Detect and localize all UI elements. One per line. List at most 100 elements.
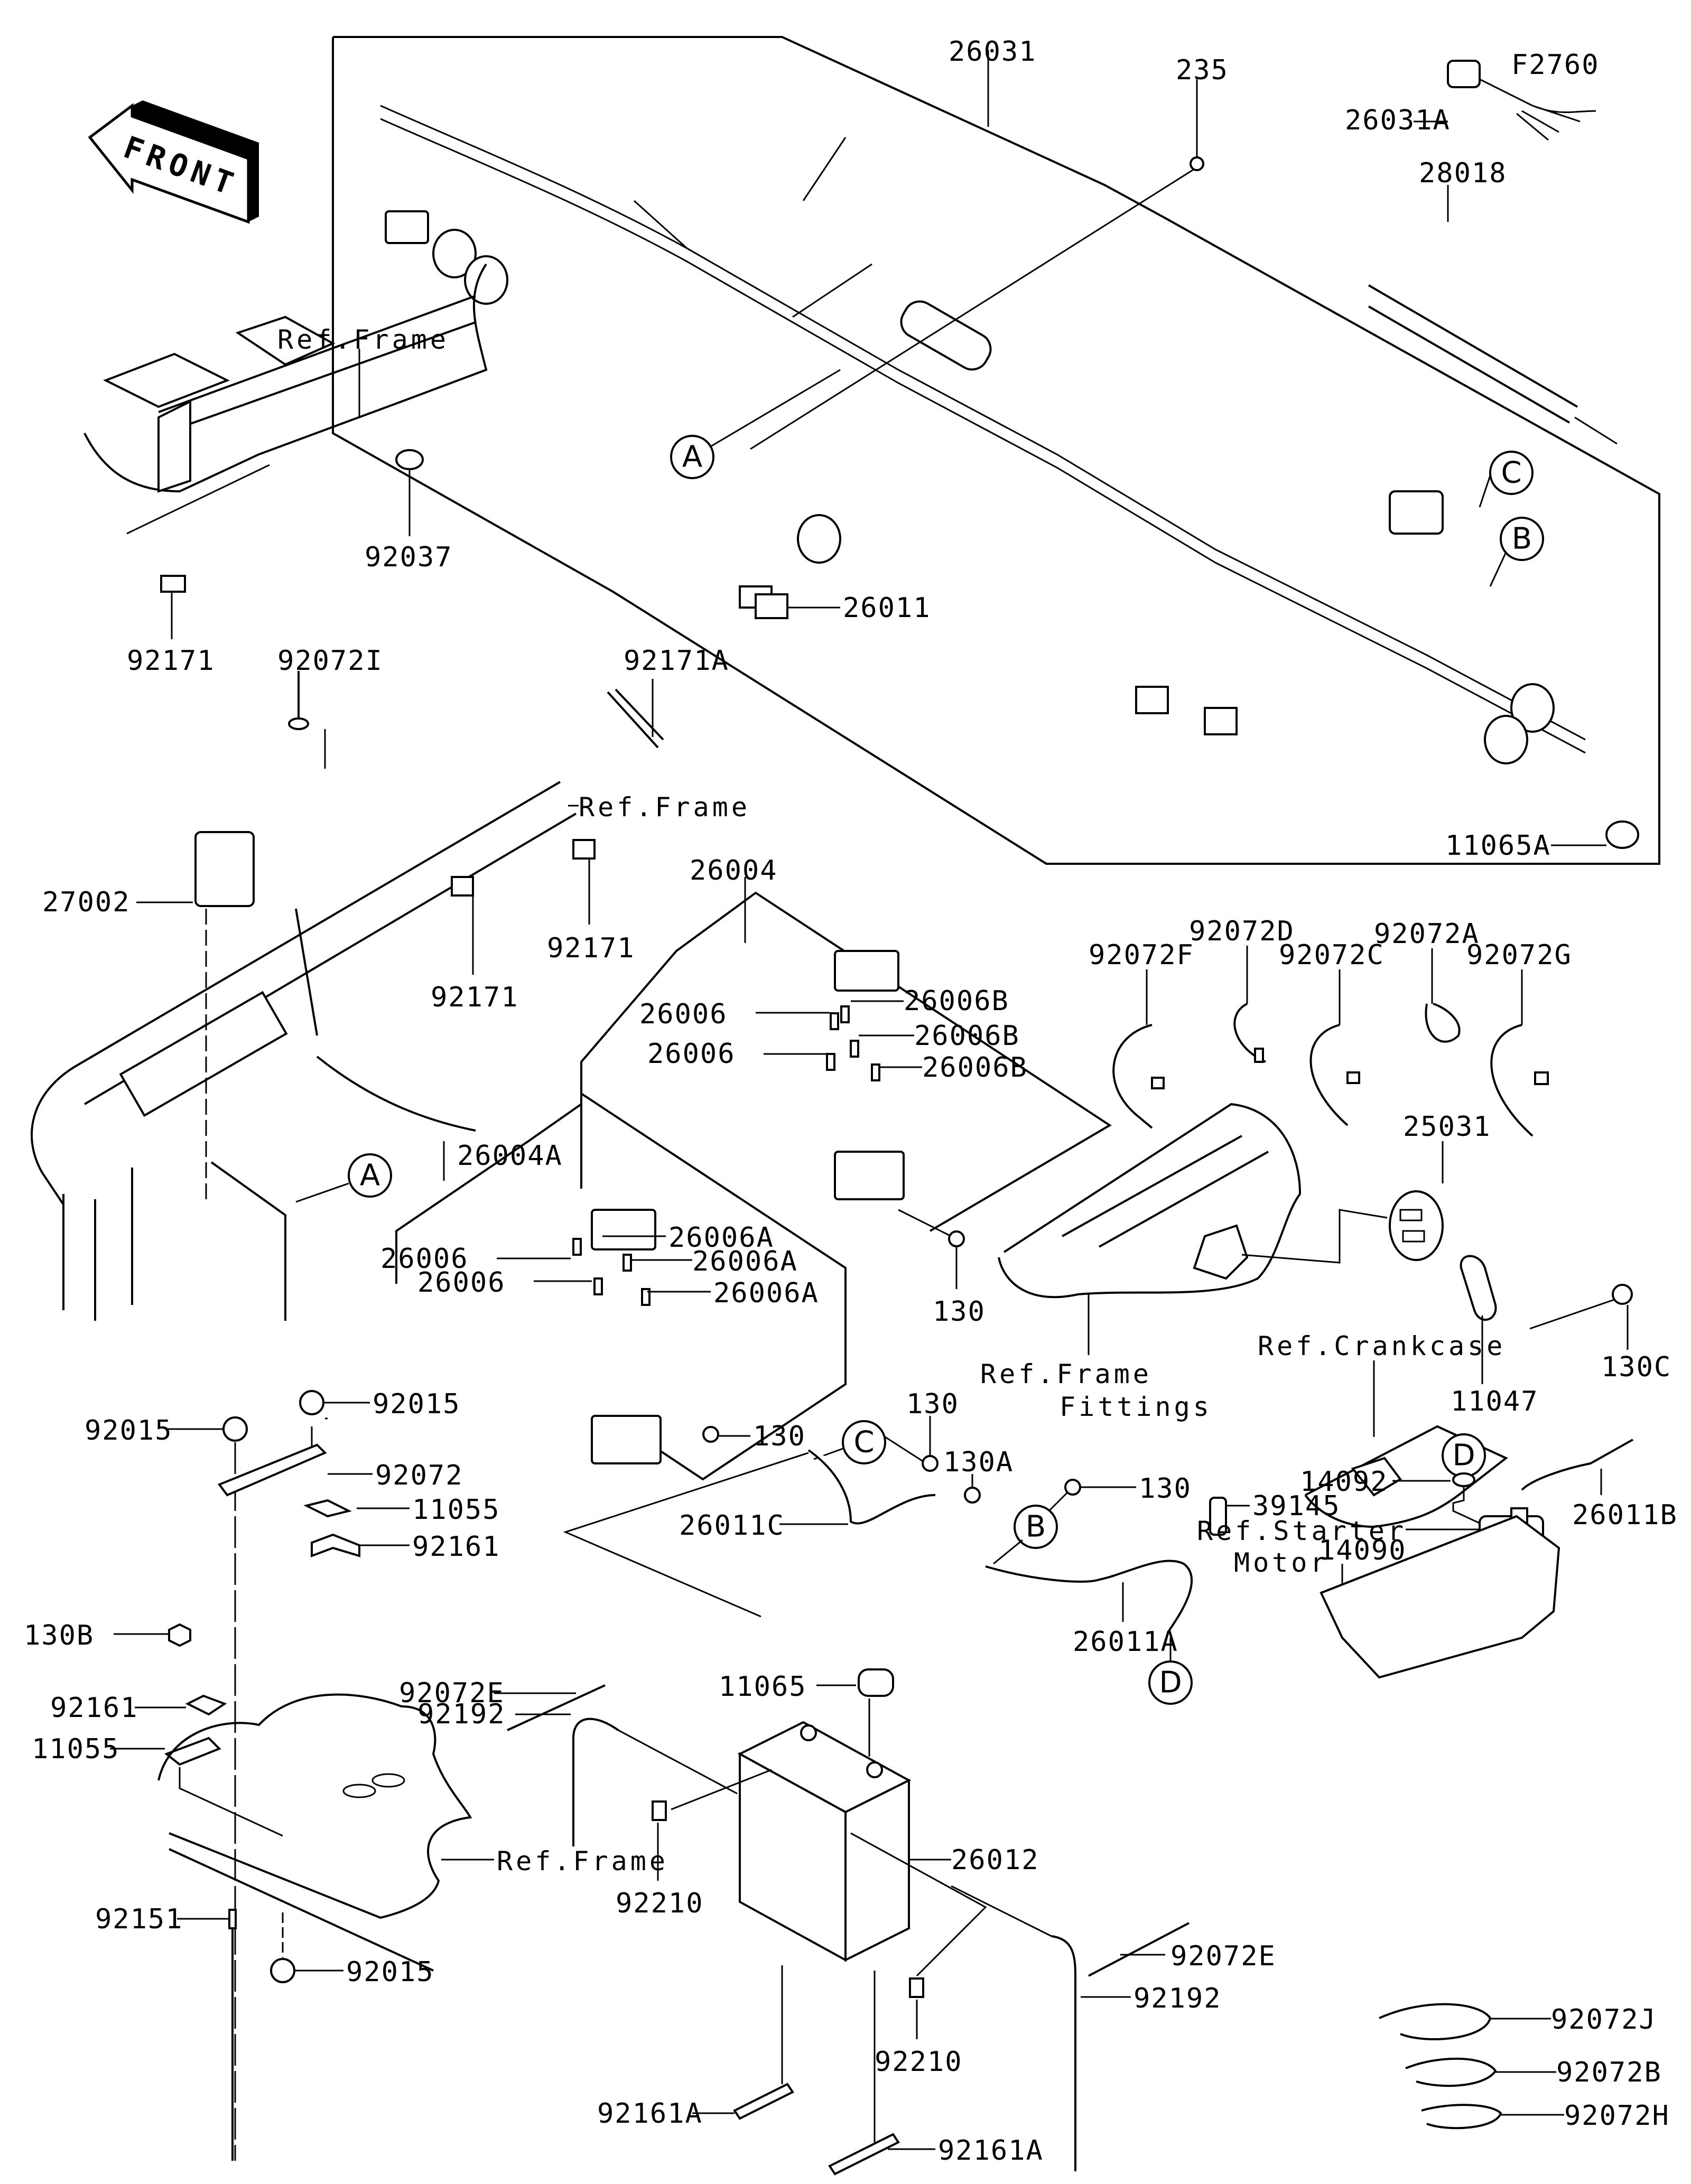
- ref-frame-top: Ref.Frame: [277, 324, 449, 355]
- part-label-26006B-3: 26006B: [922, 1052, 1028, 1084]
- part-label-26006-2: 26006: [647, 1038, 736, 1070]
- battery-26012-icon: [737, 1721, 912, 1962]
- ref-frame-fittings-line1: Ref.Frame: [980, 1359, 1152, 1389]
- part-label-26011: 26011: [843, 592, 931, 624]
- connector-icon: [1135, 686, 1169, 714]
- part-label-92171A: 92171A: [624, 645, 729, 677]
- cable-tie-92072G-icon: [1490, 1024, 1549, 1137]
- part-label-92072A: 92072A: [1374, 918, 1480, 950]
- cable-tie-92072C-icon: [1309, 1024, 1360, 1126]
- harness-group-outline: [332, 36, 1660, 865]
- fuse-icon: [641, 1288, 651, 1306]
- part-label-11055-left: 11055: [32, 1733, 120, 1765]
- part-label-26006-3: 26006: [380, 1243, 469, 1275]
- part-label-92192-right: 92192: [1133, 1983, 1222, 2014]
- callout-d-starter: D: [1442, 1433, 1486, 1478]
- callout-c-battery: C: [813, 1420, 923, 1464]
- corrugated-tube-icon: [900, 300, 992, 371]
- part-label-92072H: 92072H: [1564, 2100, 1670, 2132]
- bracket-11055-icon: [164, 1737, 221, 1766]
- part-label-130-fuse1: 130: [933, 1296, 986, 1328]
- part-label-130B: 130B: [24, 1620, 94, 1651]
- nut-92015-icon: [299, 1390, 324, 1415]
- pad-92161-icon: [185, 1694, 227, 1716]
- part-label-92072G: 92072G: [1466, 939, 1572, 971]
- clip-92171A-icon: [607, 688, 664, 749]
- fuse-icon: [622, 1254, 632, 1272]
- cable-26011A-icon: [985, 1560, 1193, 1634]
- fuse-holder-icon: [591, 1415, 662, 1464]
- fuse-cover-icon: [834, 950, 899, 992]
- part-label-92072J: 92072J: [1551, 2004, 1657, 2036]
- cable-tie-92072A-icon: [1425, 1003, 1461, 1043]
- cable-tie-92072E-icon: [507, 1684, 606, 1731]
- boot-icon: [1510, 683, 1555, 733]
- part-label-11055-top: 11055: [412, 1494, 500, 1526]
- main-wiring-harness: [380, 105, 1586, 764]
- part-label-92037: 92037: [365, 542, 453, 573]
- part-label-130-c: 130: [906, 1388, 959, 1420]
- part-label-92192-left: 92192: [417, 1698, 506, 1730]
- part-label-26006A-1: 26006A: [668, 1222, 774, 1254]
- leader-line: [1529, 1299, 1615, 1330]
- fuse-holder-icon: [834, 1151, 905, 1200]
- nut-92210-icon: [909, 1977, 924, 1998]
- socket-25031-icon: [1241, 1190, 1444, 1264]
- part-label-92072E-right: 92072E: [1170, 1940, 1276, 1972]
- cable-26011B-icon: [1521, 1439, 1633, 1491]
- leader-line: [126, 464, 270, 535]
- part-label-92072F: 92072F: [1089, 939, 1194, 971]
- leader-line: [671, 1769, 772, 1810]
- connector-icon: [1204, 707, 1238, 735]
- svg-text:B: B: [1512, 522, 1532, 556]
- cable-tie-92072E-icon: [1088, 1922, 1190, 1977]
- crankcase-illustration: [1304, 1425, 1508, 1528]
- svg-text:D: D: [1159, 1666, 1182, 1700]
- part-label-14092: 14092: [1300, 1466, 1388, 1498]
- fuse-cover-icon: [591, 1209, 656, 1250]
- bolt-130-icon: [1064, 1479, 1081, 1496]
- cable-tie-92072J-icon: [1379, 2003, 1492, 2040]
- cover-39145-icon: [1209, 1497, 1227, 1536]
- svg-text:A: A: [360, 1159, 380, 1193]
- part-label-26031A: 26031A: [1345, 105, 1451, 136]
- part-label-26011C: 26011C: [679, 1510, 785, 1542]
- boot-icon: [1484, 715, 1528, 764]
- fuse-icon: [593, 1277, 603, 1295]
- cable-tie-92072D-icon: [1233, 1003, 1266, 1063]
- clamp-92037-icon: [395, 449, 424, 470]
- part-label-11065A: 11065A: [1445, 830, 1551, 862]
- cable-tie-92072F-icon: [1112, 1024, 1165, 1129]
- part-label-92161-top: 92161: [412, 1531, 500, 1563]
- cap-11065A-icon: [1605, 820, 1639, 849]
- plate-92072-icon: [217, 1443, 327, 1497]
- pad-92161-icon: [311, 1533, 360, 1557]
- clip-92171-icon: [451, 876, 474, 897]
- part-label-92072: 92072: [375, 1460, 463, 1491]
- part-label-26006A-3: 26006A: [713, 1277, 819, 1309]
- relay-27002-icon: [194, 831, 255, 907]
- nut-92015-icon: [270, 1958, 295, 1983]
- fuse-icon: [572, 1238, 582, 1256]
- cable-tie-92072B-icon: [1405, 2057, 1497, 2087]
- connector-icon: [385, 210, 429, 244]
- part-label-92161A-right: 92161A: [938, 2135, 1044, 2167]
- fuse-icon: [850, 1040, 859, 1058]
- part-label-26006B-1: 26006B: [904, 985, 1009, 1017]
- part-label-26004: 26004: [690, 855, 778, 886]
- bolt-130C-icon: [1612, 1284, 1633, 1305]
- part-label-25031: 25031: [1403, 1111, 1491, 1143]
- bracket-11055-icon: [303, 1499, 352, 1518]
- leader-line: [898, 1209, 952, 1237]
- leader-line: [618, 1729, 738, 1795]
- svg-text:B: B: [1026, 1510, 1046, 1544]
- figure-code: F2760: [1511, 49, 1600, 81]
- ref-starter-motor-line2: Motor: [1234, 1547, 1330, 1578]
- part-label-92072E-left: 92072E: [399, 1677, 505, 1709]
- part-label-27002: 27002: [42, 886, 131, 918]
- terminal-cap-11065-icon: [858, 1668, 894, 1697]
- svg-text:C: C: [853, 1425, 874, 1460]
- nut-92015-icon: [222, 1416, 248, 1442]
- part-label-130-b: 130: [1139, 1473, 1192, 1505]
- ref-starter-motor-line1: Ref.Starter: [1197, 1516, 1407, 1546]
